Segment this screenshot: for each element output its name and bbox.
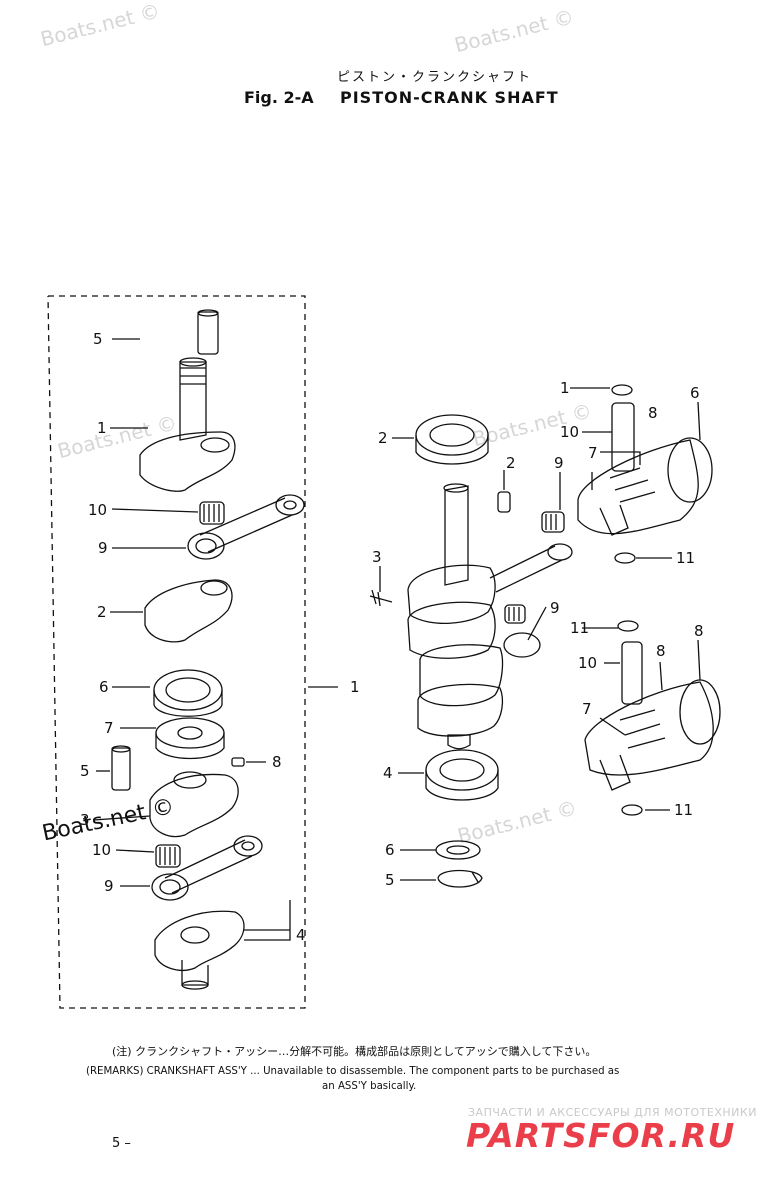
callout-right-1: 1 (560, 379, 570, 397)
circlip-top (611, 384, 633, 396)
callout-right-8-lower: 8 (656, 642, 666, 660)
seal-ring-left (155, 717, 225, 760)
figure-number: Fig. 2-A (244, 88, 314, 107)
brand-logo: PARTSFOR.RU (466, 1116, 736, 1155)
snap-ring (437, 869, 483, 888)
circlip-bottom (621, 804, 643, 816)
callout-left-5-lower: 5 (80, 762, 90, 780)
remarks-english-line2: an ASS'Y basically. (322, 1081, 417, 1092)
connecting-rod-upper (187, 494, 305, 560)
remarks-english-line1: (REMARKS) CRANKSHAFT ASS'Y ... Unavailab… (86, 1066, 620, 1077)
callout-right-10-top: 10 (560, 423, 579, 441)
callout-left-3: 3 (80, 811, 90, 829)
remarks-japanese: (注) クランクシャフト・アッシー…分解不可能。構成部品は原則としてアッシで購入… (112, 1045, 597, 1058)
callout-right-11-lower: 11 (570, 619, 589, 637)
page-number: 5 – (112, 1136, 131, 1151)
crankshaft-assembly (407, 483, 504, 750)
callout-right-4: 4 (383, 764, 393, 782)
circlip-upper-right (614, 552, 636, 564)
callout-right-8-far: 8 (694, 622, 704, 640)
wrist-pin-lower (621, 641, 643, 705)
callout-right-9-mid: 9 (550, 599, 560, 617)
crank-pin-lower (111, 745, 131, 791)
callout-left-6: 6 (99, 678, 109, 696)
ball-bearing-bottom (425, 749, 499, 801)
callout-left-9-lower: 9 (104, 877, 114, 895)
callout-right-11-bottom: 11 (674, 801, 693, 819)
callout-right-2-bearing: 2 (378, 429, 388, 447)
callout-left-4: 4 (296, 926, 306, 944)
needle-bearing-upper (199, 501, 225, 525)
ball-bearing-top-right (415, 414, 489, 465)
connecting-rod-right-top (489, 543, 573, 593)
callout-left-8: 8 (272, 753, 282, 771)
crank-web-lower (149, 771, 239, 838)
crank-web-mid (144, 579, 233, 643)
dowel-pin-left (231, 757, 245, 767)
callout-assembly-1: 1 (350, 678, 360, 696)
crank-pin-top (197, 309, 219, 355)
needle-bearing-right-mid (504, 604, 526, 624)
screw (369, 589, 393, 607)
callout-left-5-top: 5 (93, 330, 103, 348)
callout-left-9-top: 9 (98, 539, 108, 557)
callout-left-2: 2 (97, 603, 107, 621)
wrist-pin-top (611, 402, 635, 472)
callout-right-6: 6 (690, 384, 700, 402)
callout-right-8-top: 8 (648, 404, 658, 422)
piston-lower (584, 679, 721, 791)
conrod-big-end (503, 632, 541, 658)
assembly-boundary (47, 295, 306, 1009)
connecting-rod-lower (151, 835, 263, 901)
callout-left-1: 1 (97, 419, 107, 437)
upper-crank-shaft (139, 357, 236, 492)
callout-left-10-lower: 10 (92, 841, 111, 859)
bottom-crank-shaft (154, 910, 245, 990)
figure-title: PISTON-CRANK SHAFT (340, 88, 559, 107)
callout-right-6-washer: 6 (385, 841, 395, 859)
callout-left-7: 7 (104, 719, 114, 737)
title-japanese: ピストン・クランクシャフト (337, 70, 533, 85)
callout-right-2-key: 2 (506, 454, 516, 472)
callout-right-9-top: 9 (554, 454, 564, 472)
ball-bearing-left (153, 669, 223, 717)
callout-right-10-lower: 10 (578, 654, 597, 672)
callout-left-10-top: 10 (88, 501, 107, 519)
callout-right-3: 3 (372, 548, 382, 566)
circlip-lower-top (617, 620, 639, 632)
brand-tagline: ЗАПЧАСТИ И АКСЕССУАРЫ ДЛЯ МОТОТЕХНИКИ (468, 1106, 757, 1119)
callout-right-11-mid: 11 (676, 549, 695, 567)
needle-bearing-lower (155, 844, 181, 868)
needle-bearing-right-top (541, 511, 565, 533)
washer (435, 840, 481, 860)
callout-right-7-lower: 7 (582, 700, 592, 718)
woodruff-key (497, 491, 511, 513)
callout-right-5: 5 (385, 871, 395, 889)
callout-right-7-top: 7 (588, 444, 598, 462)
piston-upper (577, 437, 713, 536)
